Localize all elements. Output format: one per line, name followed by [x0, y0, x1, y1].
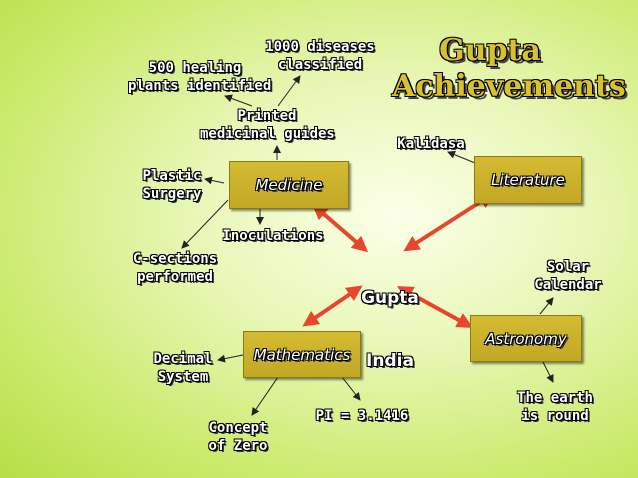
- arrow-to-literature: [403, 192, 495, 252]
- inoculations-label: Inoculations: [222, 228, 324, 244]
- decimal-system-label: Decimal System: [153, 351, 213, 385]
- center-line1: Gupta: [361, 288, 419, 308]
- center-line2: India: [366, 351, 414, 371]
- connector-calendar: [539, 297, 554, 315]
- solar-calendar-label: Solar Calendar: [534, 259, 602, 293]
- center-node-gupta-india: Gupta India: [356, 246, 424, 393]
- arrow-to-medicine: [311, 203, 369, 253]
- earth-is-round-label: The earth is round: [517, 390, 593, 424]
- medicine-box: Medicine: [229, 161, 349, 209]
- diseases-classified-label: 1000 diseases classified: [265, 39, 375, 73]
- plastic-surgery-label: Plastic Surgery: [142, 168, 202, 202]
- diagram-title-line1: Gupta: [439, 33, 541, 68]
- arrow-to-astronomy: [396, 286, 474, 328]
- pi-value-label: PI = 3.1416: [315, 408, 409, 424]
- healing-plants-label: 500 healing plants identified: [128, 60, 272, 94]
- arrow-to-mathematics: [302, 285, 363, 327]
- connector-printed-to-healing: [224, 94, 253, 107]
- literature-label: Literature: [491, 171, 565, 189]
- connector-zero: [251, 376, 279, 416]
- astronomy-label: Astronomy: [485, 329, 567, 348]
- kalidasa-label: Kalidasa: [397, 136, 465, 152]
- mathematics-box: Mathematics: [243, 331, 361, 378]
- diagram-title-line2: Achievements: [392, 69, 626, 104]
- medicine-label: Medicine: [255, 176, 323, 194]
- connector-decimal: [217, 354, 244, 363]
- connector-plastic: [204, 176, 225, 185]
- c-sections-label: C-sections performed: [132, 251, 218, 285]
- concept-of-zero-label: Concept of Zero: [208, 420, 268, 454]
- connector-printed-to-diseases: [277, 75, 301, 107]
- medicinal-guides-label: Printed medicinal guides: [200, 108, 335, 142]
- connector-csections: [181, 199, 229, 249]
- literature-box: Literature: [474, 156, 582, 204]
- connector-pi: [341, 376, 361, 401]
- astronomy-box: Astronomy: [470, 315, 582, 362]
- mathematics-label: Mathematics: [253, 345, 351, 364]
